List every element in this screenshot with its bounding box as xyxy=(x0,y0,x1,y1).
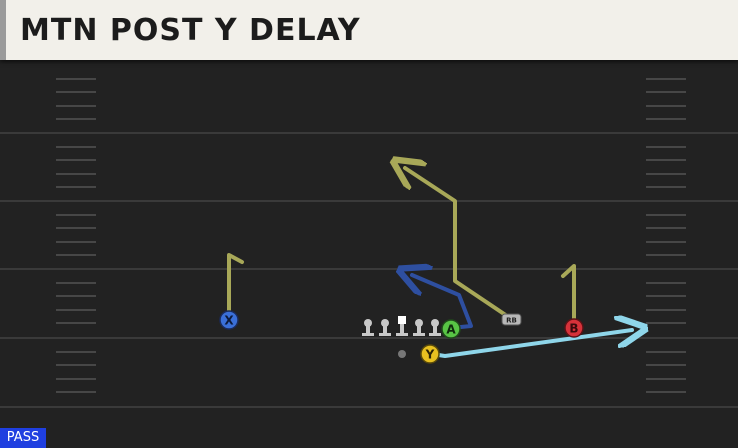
player-a-label: A xyxy=(446,323,456,337)
route-a xyxy=(412,275,473,330)
lineman-icon xyxy=(413,319,425,336)
lineman-icon xyxy=(362,319,374,336)
route-x xyxy=(227,253,244,320)
offensive-line xyxy=(362,316,441,358)
route-b xyxy=(561,264,576,328)
center-icon xyxy=(396,316,408,336)
player-b-label: B xyxy=(569,322,578,336)
player-y-label: Y xyxy=(425,348,435,362)
player-a[interactable]: A xyxy=(441,319,461,339)
route-y xyxy=(430,330,632,358)
lineman-icon xyxy=(379,319,391,336)
player-rb[interactable]: RB xyxy=(501,313,522,326)
player-x-label: X xyxy=(224,314,234,328)
play-type-tag: PASS xyxy=(0,428,46,448)
quarterback-icon xyxy=(398,350,406,358)
player-y[interactable]: Y xyxy=(420,344,440,364)
yard-lines xyxy=(0,132,738,408)
play-field xyxy=(0,60,738,448)
lineman-icon xyxy=(429,319,441,336)
hash-marks-right xyxy=(646,78,686,393)
hash-marks-left xyxy=(56,78,96,393)
play-title: MTN POST Y DELAY xyxy=(20,13,361,48)
play-title-bar: MTN POST Y DELAY xyxy=(0,0,738,60)
player-b[interactable]: B xyxy=(564,318,584,338)
player-x[interactable]: X xyxy=(219,310,239,330)
player-rb-label: RB xyxy=(506,317,517,325)
route-rb xyxy=(405,168,512,320)
